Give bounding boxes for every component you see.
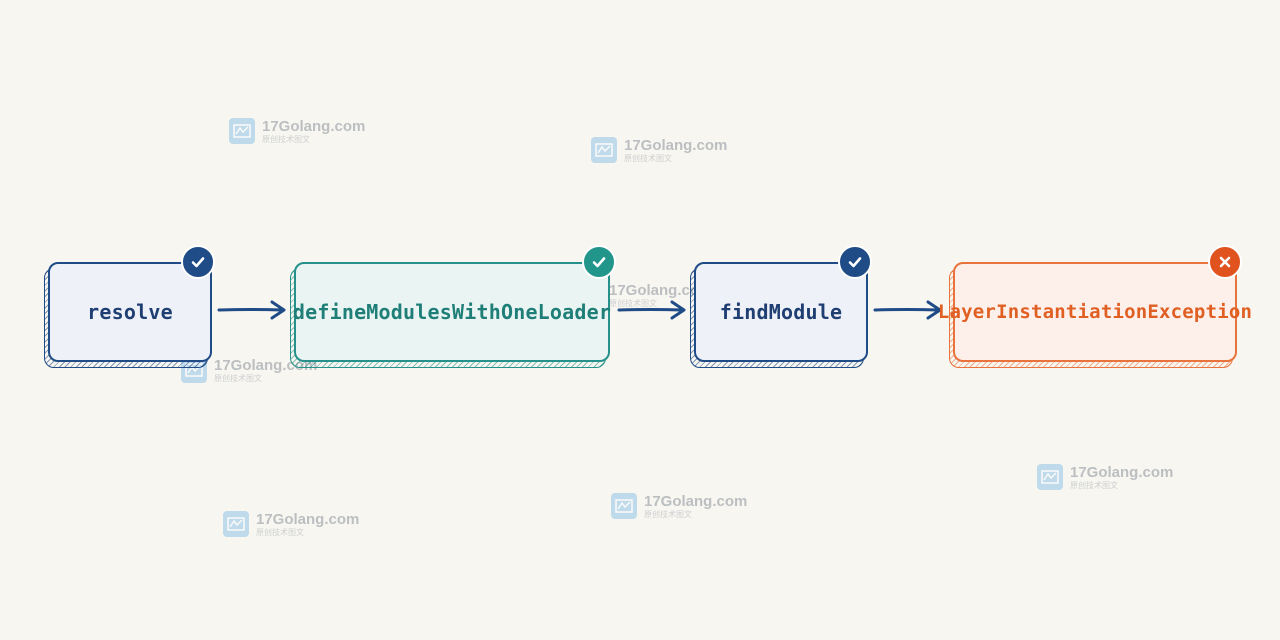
node-define-modules: defineModulesWithOneLoader	[290, 245, 616, 368]
watermark-sub: 原创技术图文	[644, 509, 692, 519]
watermark-logo-icon	[611, 493, 637, 519]
watermark-logo-icon	[591, 137, 617, 163]
node-box: LayerInstantiationException	[938, 262, 1252, 362]
node-label: defineModulesWithOneLoader	[292, 300, 612, 324]
watermark-site: 17Golang.com	[624, 136, 728, 154]
watermark-sub: 原创技术图文	[609, 298, 657, 308]
watermark-sub: 原创技术图文	[1070, 480, 1118, 490]
node-resolve: resolve	[44, 245, 215, 368]
cross-icon	[1208, 245, 1242, 279]
watermark-site: 17Golang.com	[256, 510, 360, 528]
node-find-module: findModule	[690, 245, 872, 368]
node-label: LayerInstantiationException	[937, 301, 1253, 323]
check-icon	[838, 245, 872, 279]
watermark-sub: 原创技术图文	[214, 373, 262, 383]
watermark-site: 17Golang.com	[262, 117, 366, 135]
check-icon	[181, 245, 215, 279]
watermark-site: 17Golang.com	[609, 281, 713, 299]
edge-find-to-layer	[873, 300, 942, 320]
watermark-site: 17Golang.com	[1070, 463, 1174, 481]
node-box: resolve	[48, 262, 212, 362]
watermark-sub: 原创技术图文	[262, 134, 310, 144]
watermark-logo-icon	[223, 511, 249, 537]
node-label: findModule	[719, 300, 843, 324]
node-layer-instantiation-exception: LayerInstantiationException	[938, 245, 1252, 368]
node-box: defineModulesWithOneLoader	[292, 262, 612, 362]
edge-define-to-find	[617, 300, 686, 320]
check-icon	[582, 245, 616, 279]
watermark-logo-icon	[1037, 464, 1063, 490]
node-label: resolve	[87, 300, 173, 324]
edge-resolve-to-define	[217, 300, 286, 320]
watermark-site: 17Golang.com	[644, 492, 748, 510]
watermark-sub: 原创技术图文	[256, 527, 304, 537]
watermark-logo-icon	[229, 118, 255, 144]
watermark-sub: 原创技术图文	[624, 153, 672, 163]
node-box: findModule	[694, 262, 868, 362]
